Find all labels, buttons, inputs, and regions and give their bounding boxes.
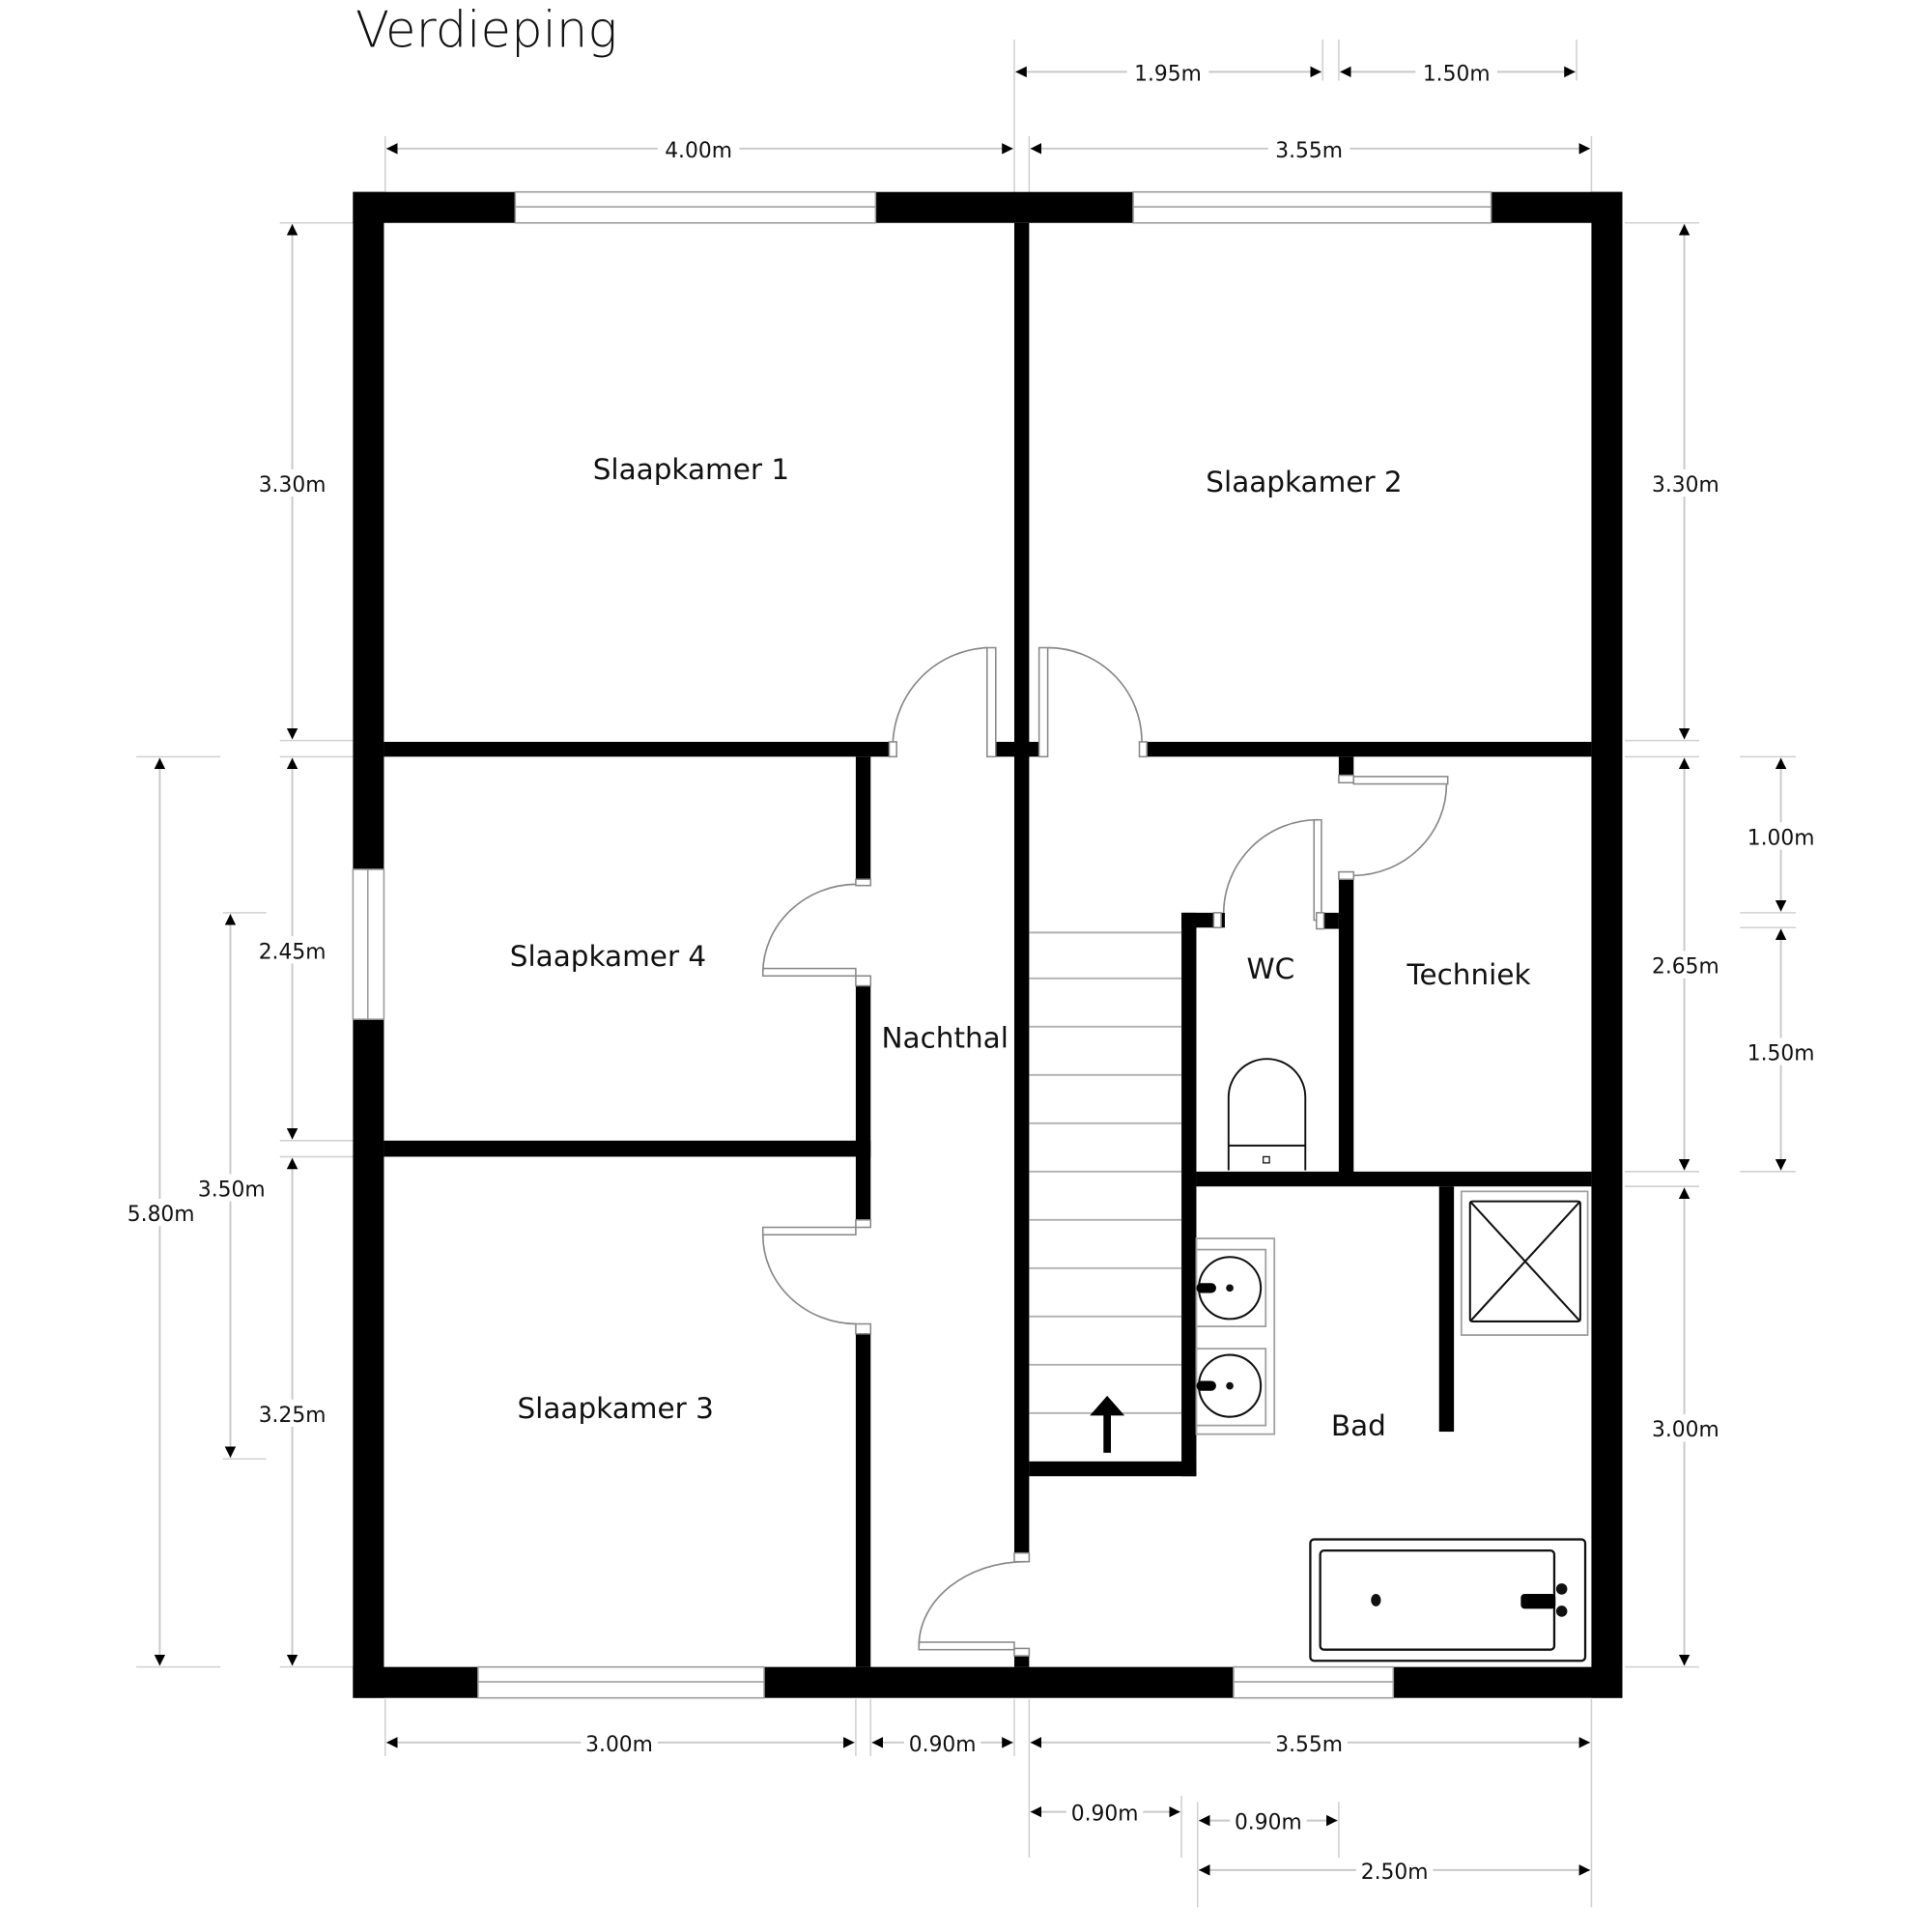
room-label-wc: WC bbox=[1247, 952, 1295, 985]
dim-top-outer-left: 1.95m bbox=[1134, 62, 1202, 86]
room-labels: Slaapkamer 1 Slaapkamer 2 Slaapkamer 4 S… bbox=[510, 453, 1531, 1442]
staircase bbox=[1029, 931, 1182, 1453]
dim-left-window-offset: 3.50m bbox=[198, 1178, 266, 1202]
room-label-nachthal: Nachthal bbox=[881, 1022, 1008, 1055]
dim-bottom-wc: 0.90m bbox=[1235, 1811, 1302, 1835]
dimension-lines bbox=[136, 40, 1796, 1908]
dim-right-bad: 3.00m bbox=[1652, 1418, 1719, 1442]
dim-top-outer-right: 1.50m bbox=[1423, 62, 1491, 86]
room-label-slaapkamer1: Slaapkamer 1 bbox=[593, 453, 789, 486]
arrow-up-icon bbox=[1090, 1395, 1125, 1453]
toilet-icon bbox=[1227, 1058, 1307, 1171]
dim-left-slaapkamer4: 2.45m bbox=[259, 940, 327, 964]
door-wc[interactable] bbox=[1212, 818, 1325, 930]
windows bbox=[352, 190, 1492, 1699]
room-label-techniek: Techniek bbox=[1406, 958, 1530, 991]
dim-right-slaapkamer2: 3.30m bbox=[1652, 473, 1719, 497]
dim-left-slaapkamer3: 3.25m bbox=[259, 1404, 327, 1428]
dim-bottom-nachthal: 0.90m bbox=[909, 1733, 977, 1757]
dim-right-lower-small: 1.50m bbox=[1747, 1041, 1815, 1065]
dim-right-upper-small: 1.00m bbox=[1747, 826, 1815, 850]
dim-bottom-stair: 0.90m bbox=[1071, 1803, 1139, 1827]
walls bbox=[353, 191, 1623, 1698]
door-bad[interactable] bbox=[918, 1551, 1031, 1657]
doors bbox=[761, 646, 1449, 1657]
door-slaapkamer1[interactable] bbox=[888, 646, 997, 758]
dim-right-middle: 2.65m bbox=[1652, 955, 1719, 980]
dim-bottom-bad: 3.55m bbox=[1275, 1733, 1343, 1757]
room-label-slaapkamer3: Slaapkamer 3 bbox=[517, 1392, 713, 1425]
dimension-labels: 1.95m 1.50m 4.00m 3.55m 3.30m 2.45m 3.25… bbox=[122, 58, 1820, 1885]
door-slaapkamer2[interactable] bbox=[1037, 646, 1148, 758]
door-slaapkamer4[interactable] bbox=[761, 878, 872, 987]
dim-bottom-techniek-bad: 2.50m bbox=[1361, 1861, 1429, 1885]
shower-tray-icon bbox=[1460, 1190, 1589, 1336]
room-label-bad: Bad bbox=[1331, 1409, 1386, 1442]
door-techniek[interactable] bbox=[1338, 774, 1449, 881]
bathtub-icon bbox=[1309, 1538, 1587, 1662]
page-title: Verdieping bbox=[355, 2, 617, 60]
dim-top-inner-left: 4.00m bbox=[665, 139, 732, 163]
door-slaapkamer3[interactable] bbox=[761, 1219, 872, 1335]
dim-bottom-slaapkamer3: 3.00m bbox=[585, 1733, 653, 1757]
double-sink-icon bbox=[1195, 1237, 1276, 1435]
room-label-slaapkamer4: Slaapkamer 4 bbox=[510, 940, 706, 973]
dim-left-total: 5.80m bbox=[128, 1203, 195, 1227]
dim-left-slaapkamer1: 3.30m bbox=[259, 473, 327, 497]
room-label-slaapkamer2: Slaapkamer 2 bbox=[1206, 466, 1402, 498]
dim-top-inner-right: 3.55m bbox=[1275, 139, 1343, 163]
